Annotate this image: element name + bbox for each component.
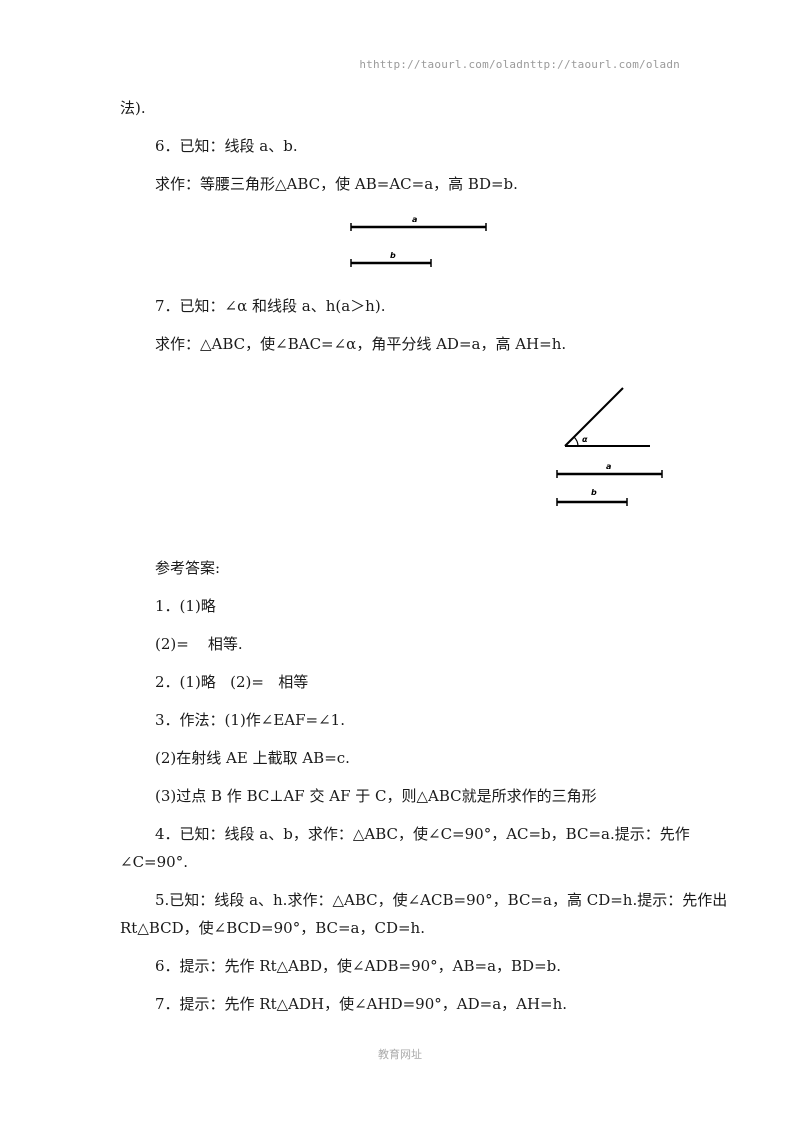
label-b: b: [390, 251, 396, 260]
answer-3-step-1: 3．作法：(1)作∠EAF=∠1.: [155, 711, 345, 729]
answer-3-step-2: (2)在射线 AE 上截取 AB=c.: [155, 749, 350, 767]
question-7-task: 求作：△ABC，使∠BAC=∠α，角平分线 AD=a，高 AH=h.: [155, 335, 567, 353]
label-b: b: [591, 488, 597, 497]
answer-3-step-3: (3)过点 B 作 BC⊥AF 交 AF 于 C，则△ABC就是所求作的三角形: [155, 787, 597, 805]
label-alpha: α: [582, 435, 588, 444]
answer-5-line-2: Rt△BCD，使∠BCD=90°，BC=a，CD=h.: [120, 919, 425, 937]
angle-side-ray: [564, 387, 624, 447]
answer-2: 2．(1)略 (2)= 相等: [155, 673, 309, 691]
question-7-given: 7．已知：∠α 和线段 a、h(a＞h).: [155, 297, 386, 315]
question-6-task: 求作：等腰三角形△ABC，使 AB=AC=a，高 BD=b.: [155, 175, 518, 193]
answer-7: 7．提示：先作 Rt△ADH，使∠AHD=90°，AD=a，AH=h.: [155, 995, 568, 1013]
answer-5-line-1: 5.已知：线段 a、h.求作：△ABC，使∠ACB=90°，BC=a，高 CD=…: [155, 891, 728, 909]
label-a: a: [412, 215, 417, 224]
answer-1-part-2: (2)= 相等.: [155, 635, 243, 653]
answer-4-line-1: 4．已知：线段 a、b，求作：△ABC，使∠C=90°，AC=b，BC=a.提示…: [155, 825, 690, 843]
angle-arc: [573, 436, 579, 447]
text-line: 法).: [120, 99, 146, 117]
figure-segments-a-b: a b: [350, 215, 487, 267]
answer-1-part-1: 1．(1)略: [155, 597, 216, 615]
question-6-given: 6．已知：线段 a、b.: [155, 137, 298, 155]
figure-angle-and-segments: α a b: [556, 387, 663, 506]
header-url: hthttp://taourl.com/oladnttp://taourl.co…: [359, 58, 680, 71]
answers-heading: 参考答案:: [155, 559, 221, 577]
answer-4-line-2: ∠C=90°.: [120, 853, 188, 871]
label-a: a: [606, 462, 611, 471]
page-footer: 教育网址: [378, 1048, 422, 1061]
answer-6: 6．提示：先作 Rt△ABD，使∠ADB=90°，AB=a，BD=b.: [155, 957, 562, 975]
